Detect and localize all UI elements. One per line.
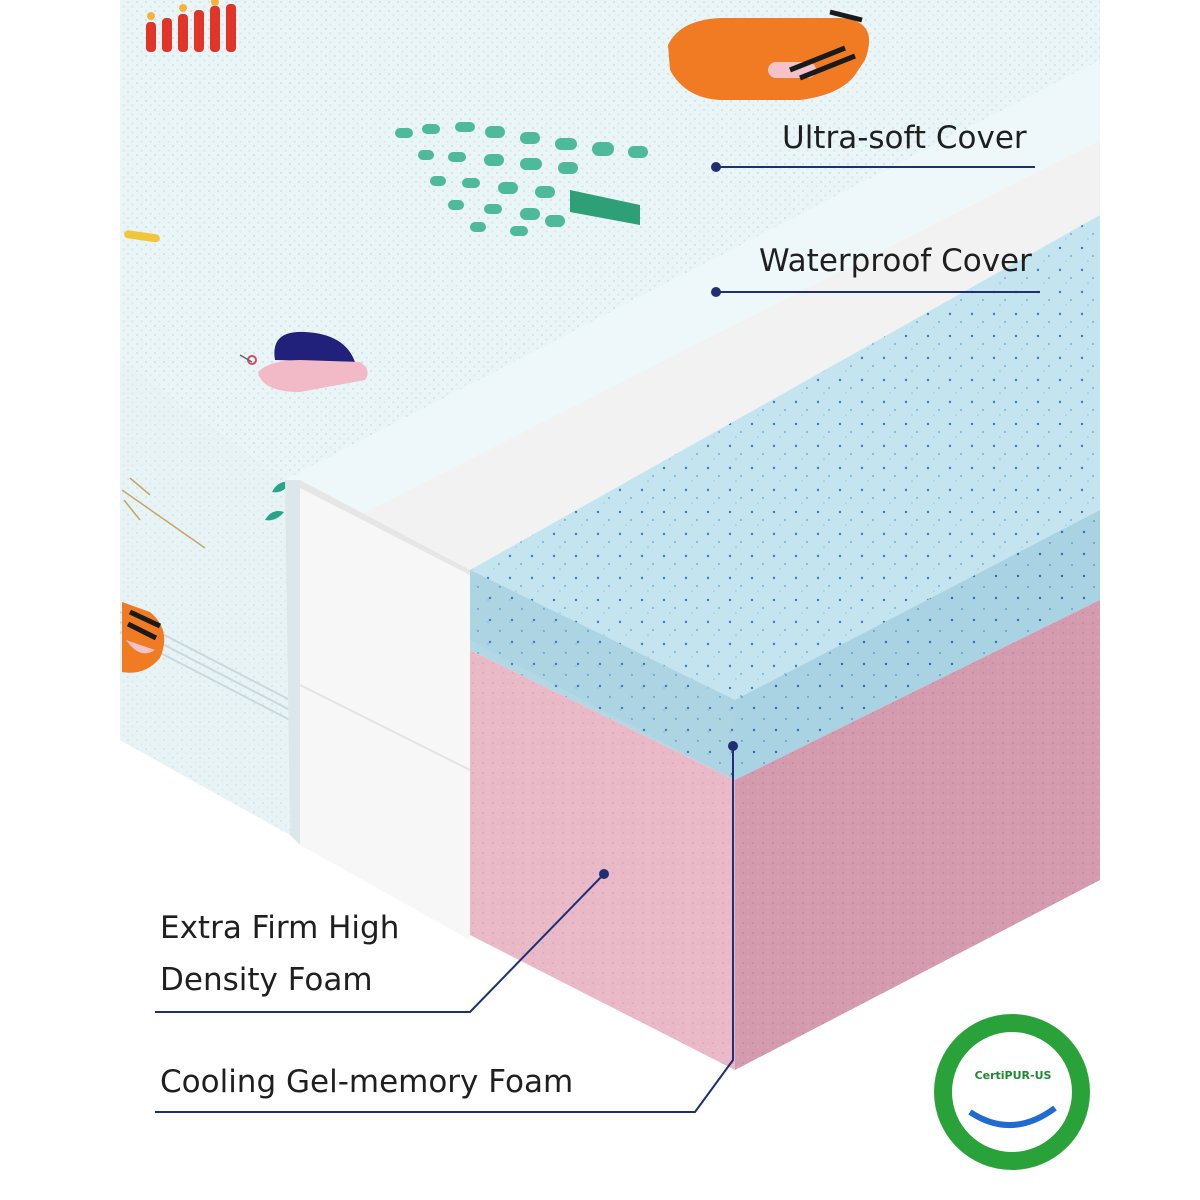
certipur-badge-text: CertiPUR-US (974, 1069, 1052, 1082)
extra-firm-foam-label: Extra Firm High Density Foam (160, 902, 399, 1006)
dots-pattern-icon (395, 122, 648, 236)
waterproof-cover-label: Waterproof Cover (759, 243, 1032, 279)
high-density-foam-layer (470, 600, 1100, 1070)
callout-dots (599, 162, 738, 879)
extra-firm-foam-label-line2: Density Foam (160, 962, 373, 998)
cooling-gel-foam-label: Cooling Gel-memory Foam (160, 1064, 574, 1100)
extra-firm-foam-label-line1: Extra Firm High (160, 910, 400, 946)
gel-memory-foam-layer (470, 215, 1100, 780)
sun-rays-icon (121, 477, 206, 549)
fox-icon (668, 9, 870, 100)
callout-lines (155, 166, 1040, 1113)
fish-icon (122, 602, 165, 673)
snail-icon (239, 331, 368, 392)
yellow-mark-icon (124, 230, 160, 243)
ultra-soft-cover-label: Ultra-soft Cover (782, 120, 1027, 156)
candles-icon (146, 0, 236, 52)
ultra-soft-cover-layer (119, 0, 1100, 835)
waterproof-cover-layer (285, 140, 1100, 940)
certipur-badge-icon (934, 1014, 1090, 1170)
